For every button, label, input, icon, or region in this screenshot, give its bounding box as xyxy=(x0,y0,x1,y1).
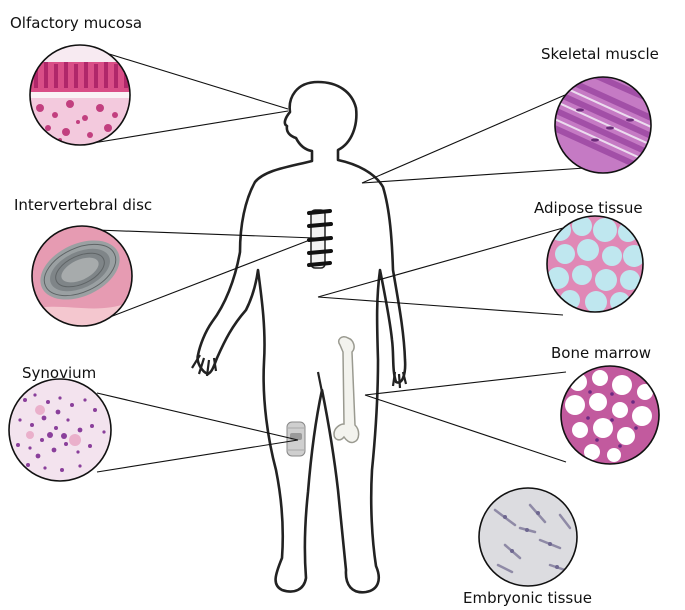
label-synovium: Synovium xyxy=(22,364,96,382)
label-olfactory-mucosa: Olfactory mucosa xyxy=(10,14,142,32)
skeletal-muscle-histology xyxy=(550,60,660,176)
olfactory-mucosa-histology xyxy=(28,43,132,147)
label-bone-marrow: Bone marrow xyxy=(551,344,651,362)
label-embryonic-tissue: Embryonic tissue xyxy=(463,589,592,607)
label-skeletal-muscle: Skeletal muscle xyxy=(541,45,659,63)
human-body-outline xyxy=(198,82,406,592)
synovium-histology xyxy=(8,378,112,482)
embryonic-tissue-culture xyxy=(478,487,578,587)
bone-marrow-histology xyxy=(560,365,660,465)
right-hand-fingers xyxy=(393,372,406,388)
label-adipose-tissue: Adipose tissue xyxy=(534,199,643,217)
label-intervertebral-disc: Intervertebral disc xyxy=(14,196,152,214)
